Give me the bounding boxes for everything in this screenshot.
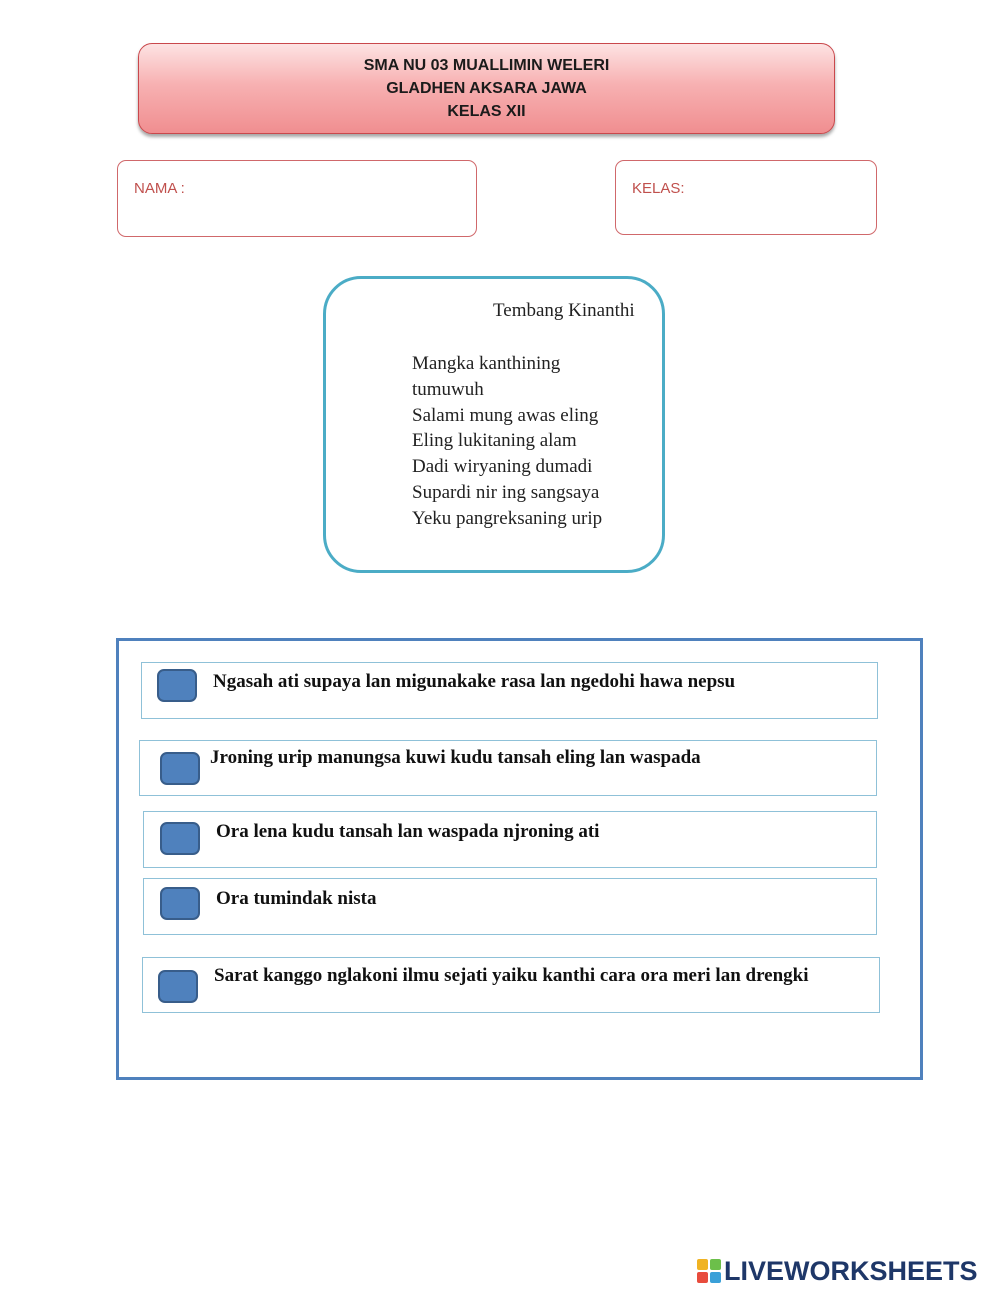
option-row-4[interactable]: Ora tumindak nista (143, 878, 877, 935)
poem-line: Supardi nir ing sangsaya (412, 481, 600, 503)
brand-name: LIVEWORKSHEETS (724, 1256, 978, 1286)
nama-field[interactable]: NAMA : (117, 160, 477, 237)
option-label: Ora tumindak nista (216, 888, 377, 909)
poem-line: Mangka kanthining (412, 353, 561, 374)
poem-line: Salami mung awas eling (412, 404, 599, 426)
poem-line: tumuwuh (412, 378, 484, 400)
option-row-1[interactable]: Ngasah ati supaya lan migunakake rasa la… (141, 662, 878, 719)
worksheet-title: GLADHEN AKSARA JAWA (386, 80, 587, 97)
liveworksheets-logo-icon (697, 1259, 721, 1283)
kelas-label: KELAS: (632, 180, 685, 197)
option-label: Ora lena kudu tansah lan waspada njronin… (216, 821, 600, 842)
nama-label: NAMA : (134, 180, 185, 197)
option-label: Ngasah ati supaya lan migunakake rasa la… (213, 671, 736, 692)
poem-line: Dadi wiryaning dumadi (412, 456, 593, 478)
option-checkbox[interactable] (158, 970, 198, 1003)
worksheet-header: SMA NU 03 MUALLIMIN WELERI GLADHEN AKSAR… (138, 43, 835, 134)
option-row-2[interactable]: Jroning urip manungsa kuwi kudu tansah e… (139, 740, 877, 796)
option-row-3[interactable]: Ora lena kudu tansah lan waspada njronin… (143, 811, 877, 868)
poem-card: Tembang Kinanthi Mangka kanthining tumuw… (323, 276, 665, 573)
option-label: Sarat kanggo nglakoni ilmu sejati yaiku … (214, 965, 809, 986)
kelas-field[interactable]: KELAS: (615, 160, 877, 235)
option-row-5[interactable]: Sarat kanggo nglakoni ilmu sejati yaiku … (142, 957, 880, 1013)
school-name: SMA NU 03 MUALLIMIN WELERI (363, 57, 610, 74)
option-checkbox[interactable] (157, 669, 197, 702)
option-checkbox[interactable] (160, 822, 200, 855)
poem-lines: Mangka kanthining tumuwuh Salami mung aw… (412, 351, 602, 532)
poem-line: Yeku pangreksaning urip (412, 507, 603, 529)
liveworksheets-brand: LIVEWORKSHEETS (697, 1255, 978, 1287)
option-checkbox[interactable] (160, 887, 200, 920)
poem-line: Eling lukitaning alam (412, 430, 577, 452)
class-level: KELAS XII (447, 103, 526, 120)
option-checkbox[interactable] (160, 752, 200, 785)
poem-title: Tembang Kinanthi (493, 300, 635, 321)
option-label: Jroning urip manungsa kuwi kudu tansah e… (210, 747, 701, 768)
